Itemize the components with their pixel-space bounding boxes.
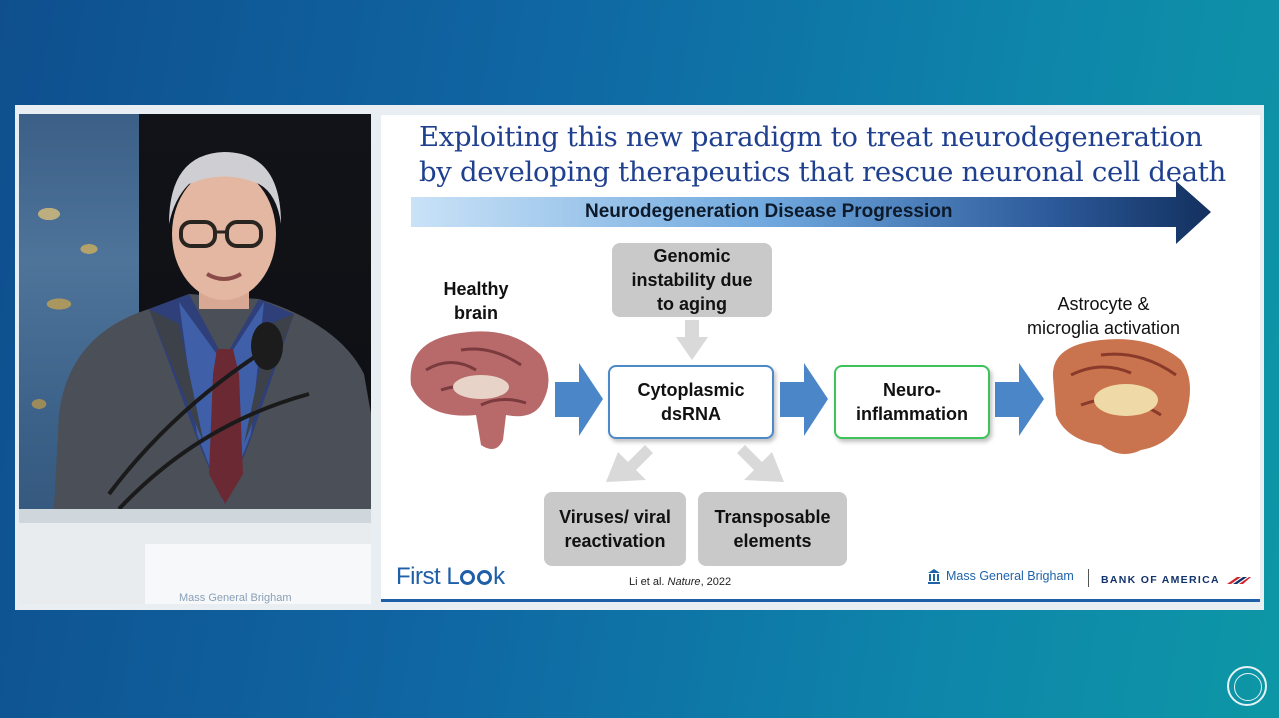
astrocyte-label-line: microglia activation [1026, 318, 1181, 338]
astrocyte-label: Astrocyte & microglia activation [1011, 292, 1196, 340]
citation-authors: Li et al. [629, 576, 668, 588]
mass-general-brigham-logo: Mass General Brigham [927, 568, 1074, 584]
circle-logo-icon [1227, 666, 1267, 706]
first-look-text: First L [396, 563, 460, 590]
speaker-figure [19, 152, 371, 604]
presentation-slide: Exploiting this new paradigm to treat ne… [381, 115, 1260, 602]
cytoplasmic-line: dsRNA [660, 404, 721, 424]
progression-arrow-icon [411, 181, 1211, 244]
astrocyte-label-line: Astrocyte & [1057, 294, 1150, 314]
neuro-line: inflammation [855, 404, 968, 424]
genomic-line: Genomic [653, 246, 731, 266]
arrow-up-left-icon [737, 445, 784, 482]
citation-journal: Nature [667, 576, 701, 588]
genomic-line: to aging [657, 294, 727, 314]
viruses-line: Viruses/ viral [559, 507, 671, 527]
flow-arrows [410, 320, 1190, 482]
healthy-brain-label: Healthy brain [431, 277, 521, 325]
inflamed-brain-image [1052, 339, 1190, 454]
first-look-text: k [493, 563, 505, 590]
podium-logo-text: Mass General Brigham [179, 592, 292, 604]
progression-label: Neurodegeneration Disease Progression [585, 201, 953, 222]
ring-icon [460, 570, 476, 585]
slide-title: Exploiting this new paradigm to treat ne… [419, 120, 1239, 190]
transposable-elements-box: Transposable elements [698, 492, 847, 566]
viruses-box: Viruses/ viral reactivation [544, 492, 686, 566]
slide-title-line-2: by developing therapeutics that rescue n… [419, 156, 1226, 188]
arrow-right-icon [780, 363, 828, 436]
ring-icon [477, 570, 493, 585]
slide-title-line-1: Exploiting this new paradigm to treat ne… [419, 121, 1203, 153]
bank-of-america-logo: BANK OF AMERICA [1101, 574, 1251, 586]
arrow-right-icon [555, 363, 603, 436]
genomic-line: instability due [631, 270, 753, 290]
citation: Li et al. Nature, 2022 [629, 576, 731, 588]
arrow-down-icon [676, 320, 708, 360]
flag-icon [1226, 577, 1251, 584]
healthy-brain-image [410, 331, 549, 449]
first-look-logo: First L k [396, 563, 505, 591]
arrow-right-icon [995, 363, 1044, 436]
neuro-line: Neuro- [883, 380, 941, 400]
mgb-label: Mass General Brigham [946, 569, 1074, 583]
logo-divider [1088, 569, 1089, 587]
transposable-line: Transposable [714, 507, 831, 527]
citation-year: , 2022 [700, 576, 732, 588]
transposable-line: elements [733, 531, 812, 551]
healthy-brain-label-line: brain [453, 303, 498, 323]
neuroinflammation-box: Neuro- inflammation [834, 365, 990, 439]
cytoplasmic-line: Cytoplasmic [637, 380, 745, 400]
slide-footer-rule [381, 599, 1260, 602]
genomic-instability-box: Genomic instability due to aging [612, 243, 772, 317]
building-icon [928, 569, 940, 584]
cytoplasmic-dsrna-box: Cytoplasmic dsRNA [608, 365, 774, 439]
viruses-line: reactivation [564, 531, 666, 551]
speaker-video: Mass General Brigham [19, 114, 371, 604]
boa-label: BANK OF AMERICA [1101, 574, 1220, 586]
arrow-up-right-icon [606, 445, 653, 482]
healthy-brain-label-line: Healthy [443, 279, 509, 299]
